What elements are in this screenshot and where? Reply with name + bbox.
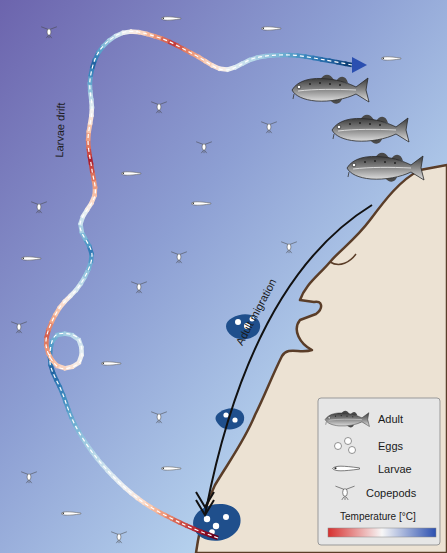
legend-text: Temperature [°C] [340,511,416,522]
legend-text: Eggs [378,440,403,452]
legend-text: Adult [378,413,403,425]
path-label: Larvae drift [53,102,67,157]
legend-text: Larvae [378,463,412,475]
legend-text: Copepods [366,487,416,499]
